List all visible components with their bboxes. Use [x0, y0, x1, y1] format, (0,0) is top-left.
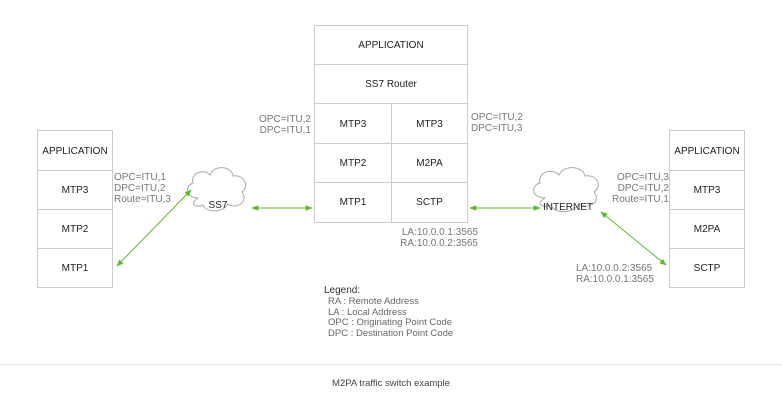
center-address-la: LA:10.0.0.1:3565 — [401, 227, 478, 238]
center-right-note-dpc: DPC=ITU,3 — [471, 123, 523, 134]
center-left-point-codes: OPC=ITU,2 DPC=ITU,1 — [240, 114, 311, 136]
center-left-mtp3: MTP3 — [339, 118, 367, 130]
left-protocol-stack: APPLICATION MTP3 MTP2 MTP1 — [37, 130, 113, 288]
center-right-sctp: SCTP — [416, 197, 443, 208]
internet-cloud-label: INTERNET — [543, 202, 593, 213]
right-protocol-stack: APPLICATION MTP3 M2PA SCTP — [669, 130, 745, 288]
center-sctp-addresses: LA:10.0.0.1:3565 RA:10.0.0.2:3565 — [380, 227, 478, 249]
arrow-internet-to-right-stack — [600, 211, 667, 266]
caption-divider — [0, 364, 782, 365]
center-left-note-opc: OPC=ITU,2 — [259, 114, 311, 125]
center-right-point-codes: OPC=ITU,2 DPC=ITU,3 — [471, 112, 523, 134]
right-layer-m2pa: M2PA — [693, 224, 721, 235]
right-layer-mtp3: MTP3 — [693, 185, 721, 196]
center-left-note-dpc: DPC=ITU,1 — [259, 125, 311, 136]
right-note-opc: OPC=ITU,3 — [617, 172, 669, 183]
legend-item-opc: OPC : Originating Point Code — [328, 317, 453, 328]
right-note-route: Route=ITU,1 — [612, 194, 669, 205]
ss7-cloud-icon — [186, 167, 247, 212]
center-layer-router: SS7 Router — [365, 79, 417, 90]
diagram-caption: M2PA traffic switch example — [332, 378, 450, 389]
right-sctp-addresses: LA:10.0.0.2:3565 RA:10.0.0.1:3565 — [576, 263, 654, 285]
center-layer-application: APPLICATION — [358, 40, 424, 51]
right-layer-sctp: SCTP — [693, 262, 721, 274]
left-layer-mtp1: MTP1 — [61, 262, 89, 274]
right-address-la: LA:10.0.0.2:3565 — [576, 263, 653, 274]
center-left-mtp2: MTP2 — [339, 158, 367, 169]
arrow-left-stack-to-ss7 — [116, 189, 192, 267]
center-left-mtp1: MTP1 — [339, 197, 367, 208]
legend-item-dpc: DPC : Destination Point Code — [328, 327, 454, 339]
center-right-note-opc: OPC=ITU,2 — [471, 112, 523, 123]
center-address-ra: RA:10.0.0.2:3565 — [400, 238, 478, 249]
ss7-cloud-label: SS7 — [208, 200, 228, 211]
center-right-m2pa: M2PA — [416, 158, 443, 169]
legend-list: RA : Remote Address LA : Local Address O… — [328, 296, 454, 339]
right-stack-point-codes: OPC=ITU,3 DPC=ITU,2 Route=ITU,1 — [598, 172, 669, 205]
left-note-opc: OPC=ITU,1 — [114, 172, 166, 183]
right-layer-application: APPLICATION — [674, 145, 740, 157]
right-note-dpc: DPC=ITU,2 — [617, 183, 669, 194]
legend-item-ra: RA : Remote Address — [328, 296, 419, 307]
center-router-stack: APPLICATION SS7 Router MTP3 MTP3 MTP2 M2… — [314, 25, 468, 223]
left-layer-mtp3: MTP3 — [61, 185, 89, 196]
legend-item-la: LA : Local Address — [328, 306, 407, 318]
legend-title: Legend: — [324, 285, 361, 296]
right-address-ra: RA:10.0.0.1:3565 — [576, 274, 654, 285]
internet-cloud-icon — [533, 167, 599, 213]
left-layer-mtp2: MTP2 — [61, 224, 89, 235]
left-note-dpc: DPC=ITU,2 — [114, 183, 166, 194]
left-layer-application: APPLICATION — [42, 145, 108, 157]
center-right-mtp3: MTP3 — [416, 118, 443, 130]
